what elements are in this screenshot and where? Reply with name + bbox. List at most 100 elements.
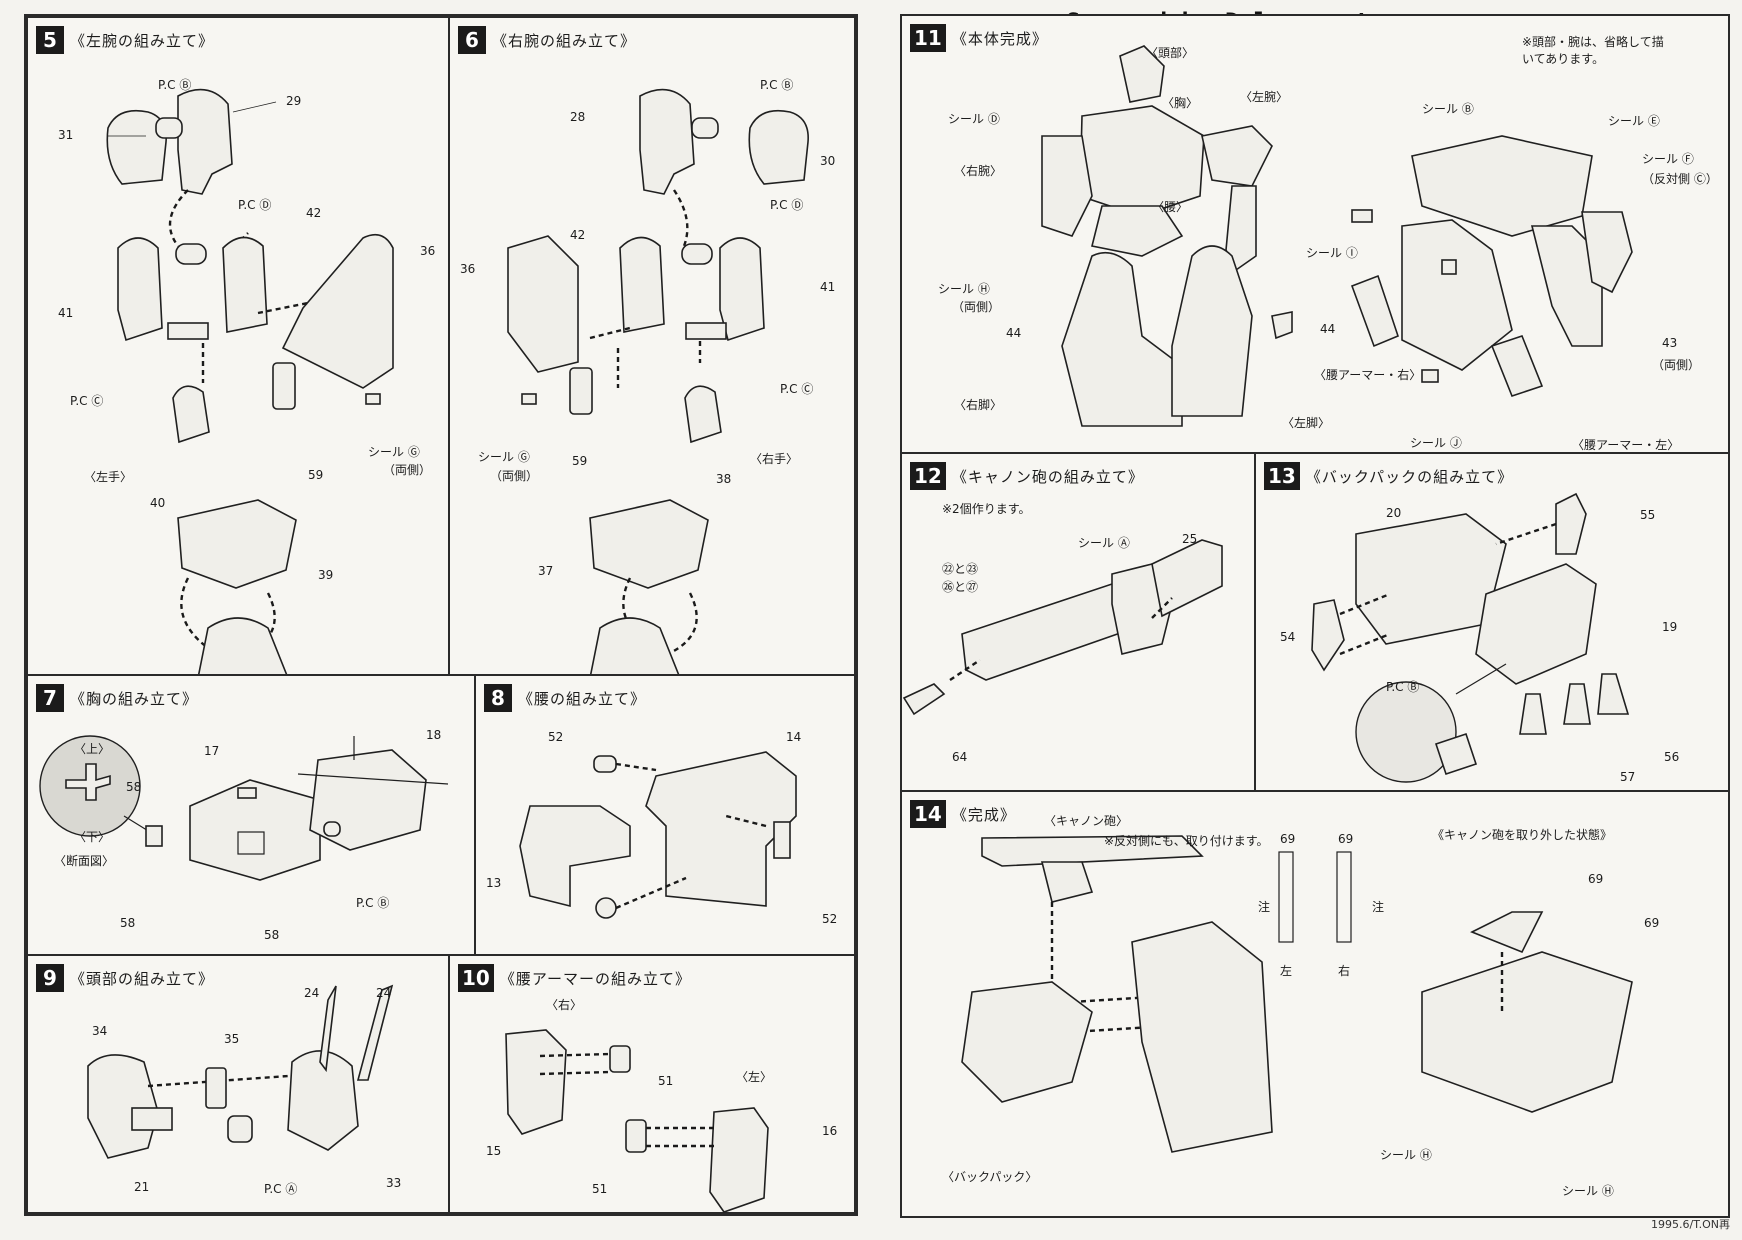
label-24-b: 24 xyxy=(376,986,392,1000)
waist-armor-illustration xyxy=(505,1029,769,1213)
label-43: 43 xyxy=(1662,336,1678,350)
label-42: 42 xyxy=(306,206,322,220)
step-11-note: ※頭部・腕は、省略して描いてあります。 xyxy=(1522,35,1664,66)
label-backpack: 〈バックパック〉 xyxy=(942,1170,1038,1184)
label-waist: 〈腰〉 xyxy=(1152,200,1189,214)
label-26-27: ㉖と㉗ xyxy=(942,580,979,594)
head-illustration xyxy=(87,984,394,1159)
label-pcb: P.C Ⓑ xyxy=(760,78,794,92)
label-right: 〈右〉 xyxy=(546,998,583,1012)
label-28: 28 xyxy=(570,110,586,124)
label-right-hand: 〈右手〉 xyxy=(750,452,799,466)
label-20: 20 xyxy=(1386,506,1402,520)
right-arm-illustration xyxy=(507,88,809,678)
label-42: 42 xyxy=(570,228,586,242)
label-59: 59 xyxy=(572,454,588,468)
label-54: 54 xyxy=(1280,630,1296,644)
step-number: 9 xyxy=(36,964,64,992)
label-right-leg: 〈右脚〉 xyxy=(954,398,1003,412)
step-number: 11 xyxy=(910,24,946,52)
step-number: 8 xyxy=(484,684,512,712)
label-seal-g: シール Ⓖ xyxy=(478,450,530,464)
label-39: 39 xyxy=(318,568,334,582)
label-note-left: 注 xyxy=(1258,900,1271,914)
label-both-sides: （両側） xyxy=(490,469,539,483)
step-5-panel: 5 《左腕の組み立て》 P.C Ⓑ 29 31 P.C Ⓓ 42 xyxy=(26,16,450,678)
label-pcd: P.C Ⓓ xyxy=(238,198,272,212)
step-12-note: ※2個作ります。 xyxy=(942,502,1031,516)
label-both-sides: （両側） xyxy=(952,300,1001,314)
body-complete-illustration xyxy=(1041,45,1633,427)
label-seal-a: シール Ⓐ xyxy=(1078,536,1130,550)
label-41: 41 xyxy=(58,306,74,320)
step-11-header: 11 《本体完成》 xyxy=(910,24,1048,52)
chest-illustration xyxy=(39,735,449,881)
label-41: 41 xyxy=(820,280,836,294)
step-12-header: 12 《キャノン砲の組み立て》 xyxy=(910,462,1144,490)
label-seal-h2: シール Ⓗ xyxy=(1562,1184,1614,1198)
label-38: 38 xyxy=(716,472,732,486)
label-up: 〈上〉 xyxy=(74,742,111,756)
step-14-panel: 14 《完成》 〈キャノン砲〉 ※反対側にも、取り付けます。 〈バックパック〉 … xyxy=(900,790,1730,1218)
step-title: 《本体完成》 xyxy=(951,29,1048,48)
step-10-header: 10 《腰アーマーの組み立て》 xyxy=(458,964,691,992)
label-31: 31 xyxy=(58,128,74,142)
waist-illustration xyxy=(519,751,797,919)
label-44-left: 44 xyxy=(1006,326,1022,340)
label-34: 34 xyxy=(92,1024,108,1038)
step-9-panel: 9 《頭部の組み立て》 34 35 24 24 21 P.C Ⓐ 33 xyxy=(26,954,450,1214)
completed-illustration xyxy=(961,835,1633,1153)
step-13-panel: 13 《バックパックの組み立て》 20 55 54 19 P.C Ⓑ 56 57… xyxy=(1254,452,1730,804)
label-58-left: 58 xyxy=(120,916,136,930)
label-armor-left: 〈腰アーマー・左〉 xyxy=(1572,438,1680,452)
label-36: 36 xyxy=(420,244,436,258)
label-44-right: 44 xyxy=(1320,322,1336,336)
label-30: 30 xyxy=(820,154,836,168)
label-seal-h1: シール Ⓗ xyxy=(1380,1148,1432,1162)
label-33: 33 xyxy=(386,1176,402,1190)
left-arm-illustration xyxy=(106,88,394,678)
label-seal-f: シール Ⓕ xyxy=(1642,152,1694,166)
step-5-header: 5 《左腕の組み立て》 xyxy=(36,26,214,54)
label-left-hand: 〈左手〉 xyxy=(84,470,133,484)
step-number: 5 xyxy=(36,26,64,54)
label-35: 35 xyxy=(224,1032,240,1046)
label-pcd: P.C Ⓓ xyxy=(770,198,804,212)
label-pcc: P.C Ⓒ xyxy=(70,394,104,408)
step-title: 《胸の組み立て》 xyxy=(70,689,199,708)
step-8-header: 8 《腰の組み立て》 xyxy=(484,684,646,712)
label-cannon: 〈キャノン砲〉 xyxy=(1044,814,1129,828)
label-seal-j: シール Ⓙ xyxy=(1410,436,1462,450)
label-36: 36 xyxy=(460,262,476,276)
label-pcb: P.C Ⓑ xyxy=(158,78,192,92)
step-number: 6 xyxy=(458,26,486,54)
left-page: 5 《左腕の組み立て》 P.C Ⓑ 29 31 P.C Ⓓ 42 xyxy=(24,14,858,1216)
label-58-circle: 58 xyxy=(126,780,142,794)
step-number: 13 xyxy=(1264,462,1300,490)
footer-credit: 1995.6/T.ON再 xyxy=(1651,1218,1730,1231)
label-58-bottom: 58 xyxy=(264,928,280,942)
label-armor-right: 〈腰アーマー・右〉 xyxy=(1314,368,1422,382)
label-seal-e: シール Ⓔ xyxy=(1608,114,1660,128)
right-page: 11 《本体完成》 ※頭部・腕は、省略して描いてあります。 〈頭部〉 シール Ⓓ xyxy=(900,14,1730,1218)
label-opposite-c: （反対側 Ⓒ） xyxy=(1642,172,1718,186)
label-pcb: P.C Ⓑ xyxy=(1386,680,1420,694)
label-left-leg: 〈左脚〉 xyxy=(1282,416,1331,430)
label-22-23: ㉒と㉓ xyxy=(942,562,979,576)
label-51-bottom: 51 xyxy=(592,1182,608,1196)
step-6-panel: 6 《右腕の組み立て》 P.C Ⓑ 28 30 P.C Ⓓ 42 36 41 xyxy=(448,16,856,678)
label-37: 37 xyxy=(538,564,554,578)
label-29: 29 xyxy=(286,94,302,108)
label-right: 右 xyxy=(1338,964,1351,978)
step-number: 7 xyxy=(36,684,64,712)
label-pcc: P.C Ⓒ xyxy=(780,382,814,396)
label-14: 14 xyxy=(786,730,802,744)
step-title: 《右腕の組み立て》 xyxy=(492,31,637,50)
label-both-sides-2: （両側） xyxy=(1652,358,1701,372)
label-18: 18 xyxy=(426,728,442,742)
step-title: 《キャノン砲の組み立て》 xyxy=(951,467,1144,486)
step-11-panel: 11 《本体完成》 ※頭部・腕は、省略して描いてあります。 〈頭部〉 シール Ⓓ xyxy=(900,14,1730,454)
label-59: 59 xyxy=(308,468,324,482)
step-14-header: 14 《完成》 xyxy=(910,800,1016,828)
label-section: 〈断面図〉 xyxy=(54,854,115,868)
